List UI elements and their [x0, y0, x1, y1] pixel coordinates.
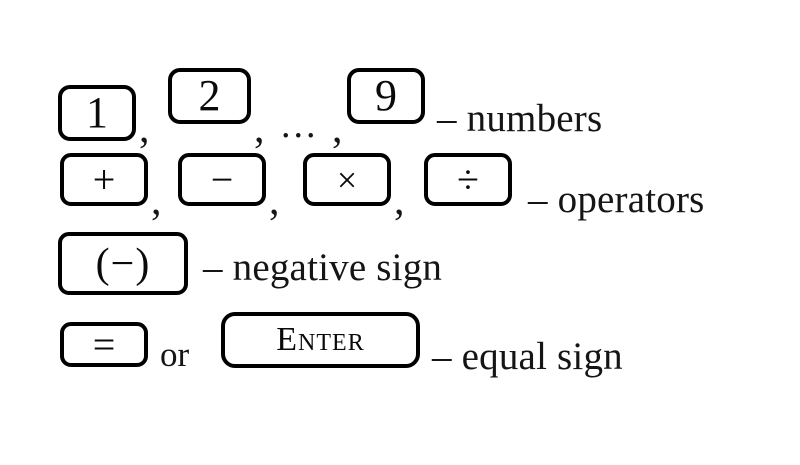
divide-icon: ÷ — [457, 156, 479, 202]
key-digit-2[interactable]: 2 — [168, 68, 251, 124]
comma-before-digit-9: , — [332, 106, 343, 152]
key-times[interactable]: × — [303, 153, 391, 206]
key-digit-9-glyph: 9 — [375, 71, 397, 120]
key-divide[interactable]: ÷ — [424, 153, 512, 206]
key-minus[interactable]: − — [178, 153, 266, 206]
key-equals[interactable]: = — [60, 322, 148, 367]
comma-after-minus: , — [269, 178, 280, 224]
ellipsis-numbers: ... — [281, 104, 319, 146]
comma-after-digit-1: , — [139, 106, 150, 152]
comma-after-times: , — [394, 178, 405, 224]
key-digit-2-glyph: 2 — [198, 71, 221, 120]
key-negative-sign[interactable]: (−) — [58, 232, 188, 295]
conjunction-or: or — [160, 335, 190, 374]
minus-icon: − — [210, 156, 234, 202]
multiply-icon: × — [336, 159, 358, 200]
comma-after-digit-2: , — [254, 106, 265, 152]
equals-icon: = — [92, 321, 116, 367]
negative-sign-icon: (−) — [95, 240, 151, 287]
key-digit-9[interactable]: 9 — [347, 68, 425, 124]
comma-after-plus: , — [151, 178, 162, 224]
key-digit-1[interactable]: 1 — [58, 85, 136, 141]
plus-icon: + — [92, 156, 116, 202]
label-equal-sign: – equal sign — [432, 335, 623, 378]
label-numbers: – numbers — [437, 97, 603, 140]
key-enter[interactable]: Enter — [221, 312, 420, 368]
label-negative-sign: – negative sign — [203, 246, 443, 289]
label-operators: – operators — [528, 178, 705, 221]
key-plus[interactable]: + — [60, 153, 148, 206]
key-enter-label: Enter — [276, 321, 365, 358]
key-digit-1-glyph: 1 — [86, 88, 108, 137]
